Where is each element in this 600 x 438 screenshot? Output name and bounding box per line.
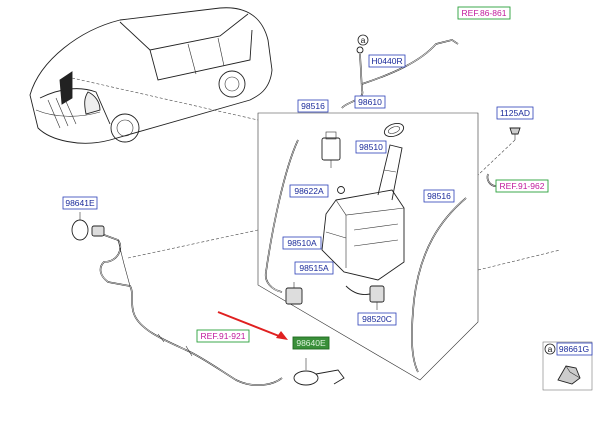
label-98516-top[interactable]: 98516 — [297, 99, 329, 113]
svg-text:REF.91-962: REF.91-962 — [500, 181, 545, 191]
svg-text:98622A: 98622A — [294, 186, 324, 196]
svg-text:98516: 98516 — [427, 191, 451, 201]
svg-text:98516: 98516 — [301, 101, 325, 111]
label-98520c[interactable]: 98520C — [357, 312, 397, 326]
label-98516-right[interactable]: 98516 — [423, 189, 455, 203]
svg-text:98661G: 98661G — [559, 344, 589, 354]
svg-text:98520C: 98520C — [362, 314, 392, 324]
callout-a-top-text: a — [361, 35, 366, 45]
grommet-98622a — [337, 186, 345, 194]
svg-text:REF.86-861: REF.86-861 — [462, 8, 507, 18]
callout-a-right-text: a — [548, 344, 553, 354]
label-ref-86-861[interactable]: REF.86-861 — [457, 6, 511, 20]
label-ref-91-962[interactable]: REF.91-962 — [495, 179, 549, 193]
level-sensor-98520c — [345, 285, 385, 310]
label-1125ad[interactable]: 1125AD — [496, 106, 534, 120]
svg-text:98640E: 98640E — [296, 338, 326, 348]
svg-text:98515A: 98515A — [299, 263, 329, 273]
label-98641e[interactable]: 98641E — [62, 196, 98, 210]
washer-pump-98510a — [285, 282, 303, 305]
callout-a-right: a — [544, 343, 556, 355]
washer-hose-harness — [91, 225, 283, 386]
vehicle-illustration — [29, 7, 273, 144]
label-98515a[interactable]: 98515A — [294, 261, 334, 275]
label-98640e-highlighted[interactable]: 98640E — [292, 336, 330, 350]
svg-text:98641E: 98641E — [65, 198, 95, 208]
label-98661g[interactable]: 98661G — [556, 342, 593, 356]
label-98510[interactable]: 98510 — [355, 140, 387, 154]
washer-reservoir — [321, 122, 405, 281]
o-ring-98641e — [71, 219, 89, 241]
assembly-frame — [257, 112, 479, 381]
highlight-arrow — [217, 311, 288, 340]
svg-text:98510A: 98510A — [287, 238, 317, 248]
svg-text:H0440R: H0440R — [371, 56, 402, 66]
svg-text:98510: 98510 — [359, 142, 383, 152]
label-98510a[interactable]: 98510A — [282, 236, 322, 250]
label-h0440r[interactable]: H0440R — [368, 54, 406, 68]
svg-text:REF.91-921: REF.91-921 — [201, 331, 246, 341]
svg-text:98610: 98610 — [358, 97, 382, 107]
label-98610[interactable]: 98610 — [354, 95, 386, 109]
washer-nozzle-98640e — [293, 358, 345, 386]
label-ref-91-921[interactable]: REF.91-921 — [196, 329, 250, 343]
washer-pump-98510 — [321, 131, 341, 168]
bolt-1125ad — [509, 127, 521, 140]
svg-text:1125AD: 1125AD — [500, 108, 530, 118]
label-98622a[interactable]: 98622A — [289, 184, 329, 198]
callout-a-top: a — [357, 34, 369, 46]
